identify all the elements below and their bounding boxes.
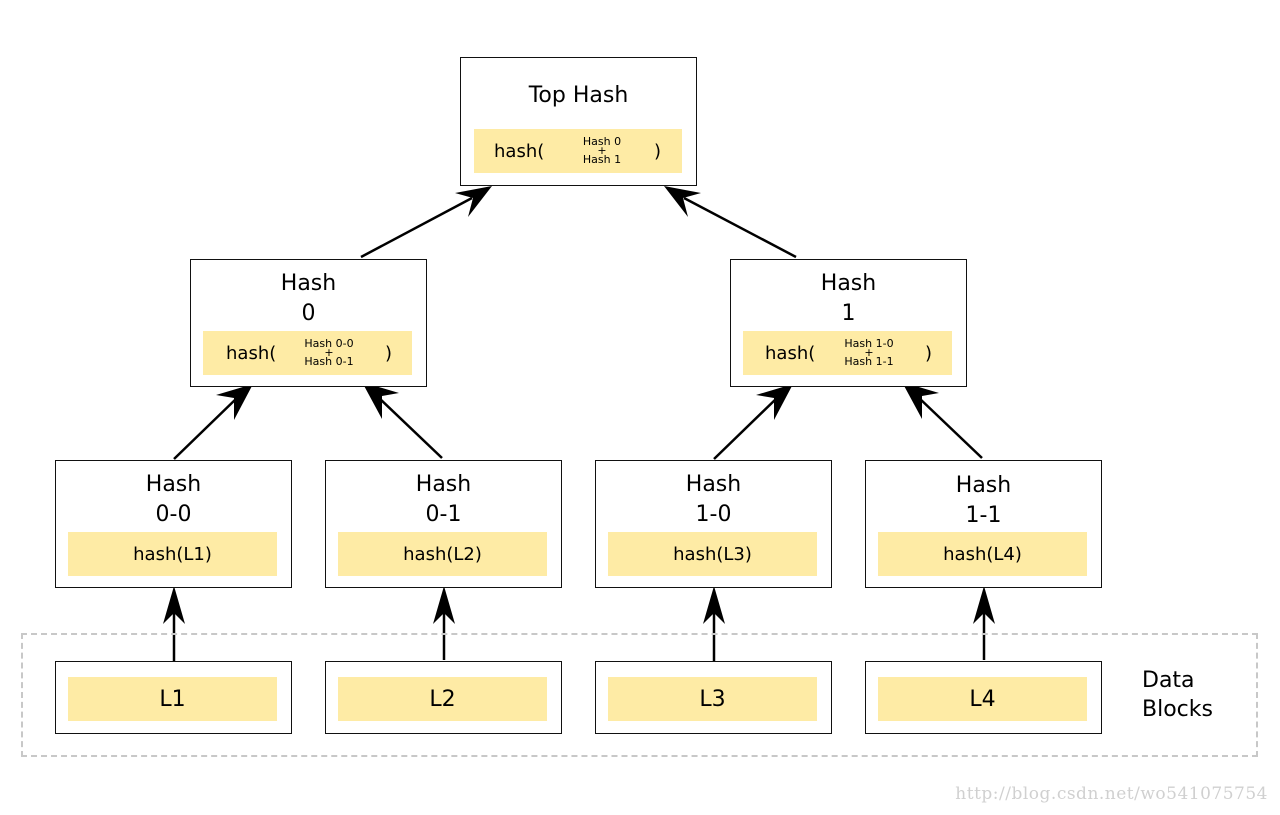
top-hash-formula: hash( Hash 0 + Hash 1 ) xyxy=(474,129,682,173)
operand-a: Hash 0 xyxy=(582,135,622,148)
data-block-l1: L1 xyxy=(55,661,292,734)
close-paren: ) xyxy=(925,342,933,364)
arrow-l4-to-hash11 xyxy=(973,586,995,660)
hash-0-1-title: Hash 0-1 xyxy=(415,472,472,527)
data-block-label: L4 xyxy=(878,677,1087,721)
arrow-l1-to-hash00 xyxy=(163,586,185,661)
hash-operands: Hash 0 + Hash 1 xyxy=(567,136,637,166)
hash-operands: Hash 1-0 + Hash 1-1 xyxy=(834,338,904,368)
hash-function-label: hash( xyxy=(765,342,816,364)
hash-1-node: Hash 1 hash( Hash 1-0 + Hash 1-1 ) xyxy=(730,259,967,387)
operand-b: Hash 0-1 xyxy=(304,355,354,368)
hash-0-0-node: Hash 0-0 hash(L1) xyxy=(55,460,292,588)
plus-sign: + xyxy=(324,346,334,359)
arrow-hash1-to-top xyxy=(664,186,797,259)
hash-1-1-title: Hash 1-1 xyxy=(955,473,1012,528)
watermark: http://blog.csdn.net/wo541075754 xyxy=(955,784,1268,804)
hash-1-1-node: Hash 1-1 hash(L4) xyxy=(865,460,1102,588)
data-block-l4: L4 xyxy=(865,661,1102,734)
operand-b: Hash 1 xyxy=(582,153,622,166)
hash-function-label: hash( xyxy=(226,342,277,364)
top-hash-node: Top Hash hash( Hash 0 + Hash 1 ) xyxy=(460,57,697,186)
data-block-label: L2 xyxy=(338,677,547,721)
hash-1-formula: hash( Hash 1-0 + Hash 1-1 ) xyxy=(743,331,952,375)
data-block-l3: L3 xyxy=(595,661,832,734)
arrow-hash01-to-hash0 xyxy=(362,382,443,459)
hash-1-0-node: Hash 1-0 hash(L3) xyxy=(595,460,832,588)
hash-0-0-formula: hash(L1) xyxy=(68,532,277,576)
close-paren: ) xyxy=(385,342,393,364)
hash-0-title: Hash 0 xyxy=(280,271,337,326)
plus-sign: + xyxy=(864,346,874,359)
top-hash-title: Top Hash xyxy=(528,83,629,108)
operand-a: Hash 1-0 xyxy=(844,337,894,350)
operand-b: Hash 1-1 xyxy=(844,355,894,368)
hash-0-0-title: Hash 0-0 xyxy=(145,472,202,527)
data-blocks-region xyxy=(21,633,1258,757)
hash-0-node: Hash 0 hash( Hash 0-0 + Hash 0-1 ) xyxy=(190,259,427,387)
close-paren: ) xyxy=(654,140,662,162)
hash-1-0-title: Hash 1-0 xyxy=(685,472,742,527)
data-block-l2: L2 xyxy=(325,661,562,734)
arrow-l3-to-hash10 xyxy=(703,586,725,661)
hash-function-label: hash( xyxy=(494,140,545,162)
operand-a: Hash 0-0 xyxy=(304,337,354,350)
hash-operands: Hash 0-0 + Hash 0-1 xyxy=(294,338,364,368)
hash-0-1-node: Hash 0-1 hash(L2) xyxy=(325,460,562,588)
arrow-hash11-to-hash1 xyxy=(902,382,983,459)
arrow-l2-to-hash01 xyxy=(433,586,455,660)
arrow-hash10-to-hash1 xyxy=(713,384,793,460)
plus-sign: + xyxy=(597,144,607,157)
hash-1-title: Hash 1 xyxy=(820,271,877,326)
arrow-hash00-to-hash0 xyxy=(173,384,253,460)
data-block-label: L1 xyxy=(68,677,277,721)
hash-0-formula: hash( Hash 0-0 + Hash 0-1 ) xyxy=(203,331,412,375)
hash-1-0-formula: hash(L3) xyxy=(608,532,817,576)
hash-1-1-formula: hash(L4) xyxy=(878,532,1087,576)
data-blocks-caption: Data Blocks xyxy=(1142,668,1213,722)
hash-0-1-formula: hash(L2) xyxy=(338,532,547,576)
arrow-hash0-to-top xyxy=(360,186,492,259)
data-block-label: L3 xyxy=(608,677,817,721)
